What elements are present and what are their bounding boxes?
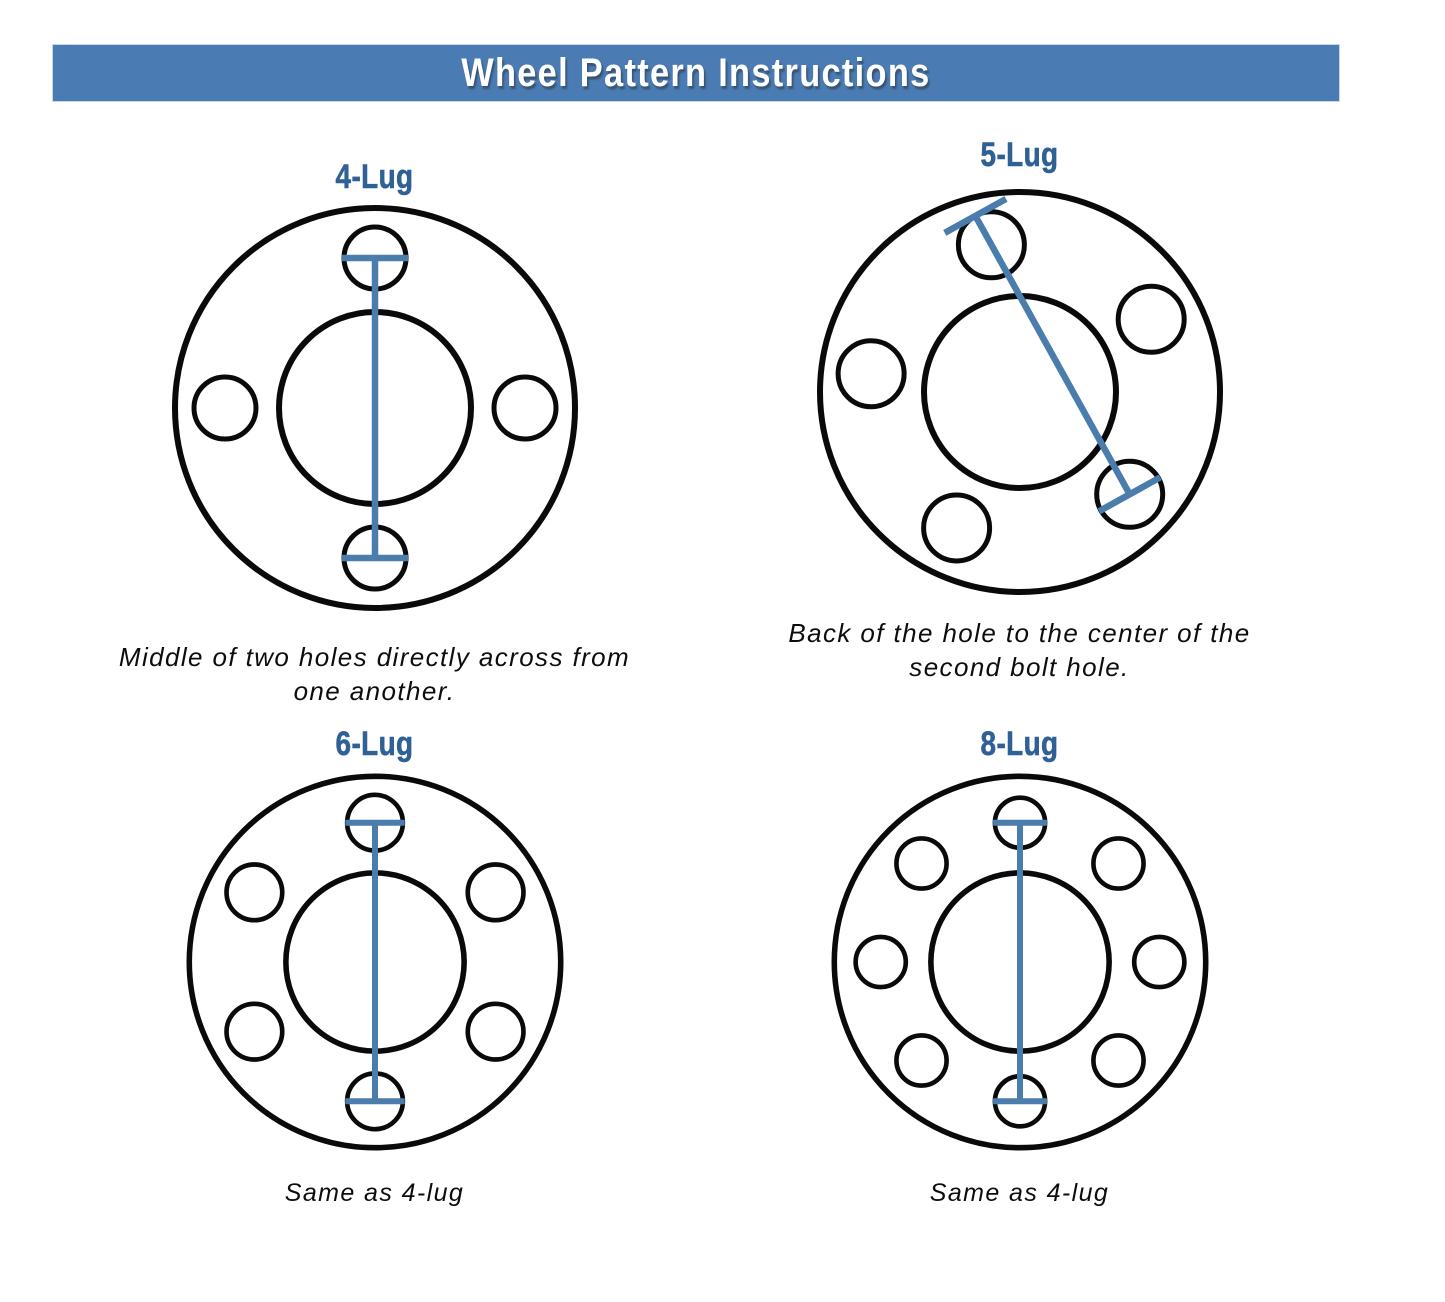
bolt-hole-5 bbox=[464, 1001, 526, 1062]
wheel-svg-five-lug bbox=[816, 189, 1223, 595]
measure-line bbox=[972, 214, 1133, 496]
wheel-diagram-eight-lug bbox=[825, 767, 1215, 1157]
panel-four-lug: 4-Lug Middle of two holes directly acros… bbox=[52, 112, 697, 709]
bolt-hole-3 bbox=[920, 492, 992, 564]
bolt-hole-5 bbox=[1115, 283, 1187, 355]
panel-title-eight-lug: 8-Lug bbox=[980, 724, 1059, 763]
bolt-hole-4 bbox=[893, 1032, 949, 1088]
bolt-hole-4 bbox=[491, 374, 558, 442]
bolt-hole-3 bbox=[852, 934, 908, 990]
panel-title-six-lug: 6-Lug bbox=[335, 724, 414, 763]
panel-eight-lug: 8-Lug Same as 4-lug bbox=[697, 709, 1342, 1292]
panel-title-five-lug: 5-Lug bbox=[980, 136, 1059, 174]
wheel-pattern-grid: 4-Lug Middle of two holes directly acros… bbox=[52, 112, 1342, 1292]
bolt-hole-4 bbox=[1093, 458, 1165, 530]
panel-five-lug: 5-Lug Back of the hole to the center of … bbox=[697, 112, 1342, 709]
wheel-svg-four-lug bbox=[171, 205, 578, 611]
bolt-hole-2 bbox=[191, 374, 258, 442]
bolt-hole-7 bbox=[1131, 934, 1187, 990]
bolt-hole-2 bbox=[223, 861, 285, 923]
measure-cap-end bbox=[1097, 474, 1162, 515]
header-banner: Wheel Pattern Instructions bbox=[52, 44, 1340, 102]
panel-six-lug: 6-Lug Same as 4-lug bbox=[52, 709, 697, 1292]
caption-eight-lug: Same as 4-lug bbox=[929, 1178, 1110, 1207]
bolt-hole-6 bbox=[464, 861, 526, 923]
page-title: Wheel Pattern Instructions bbox=[461, 50, 931, 95]
wheel-diagram-four-lug bbox=[165, 198, 585, 618]
caption-four-lug: Middle of two holes directly across from… bbox=[118, 642, 631, 707]
bolt-hole-6 bbox=[1090, 1032, 1146, 1088]
measure-cap-start bbox=[942, 196, 1008, 236]
bolt-hole-2 bbox=[835, 338, 907, 410]
wheel-svg-six-lug bbox=[186, 773, 563, 1151]
caption-five-lug: Back of the hole to the center of the se… bbox=[788, 618, 1251, 683]
panel-title-four-lug: 4-Lug bbox=[335, 158, 414, 196]
wheel-svg-eight-lug bbox=[831, 773, 1208, 1151]
wheel-diagram-six-lug bbox=[180, 767, 570, 1157]
wheel-diagram-five-lug bbox=[810, 182, 1230, 602]
bolt-hole-1 bbox=[955, 209, 1027, 281]
caption-six-lug: Same as 4-lug bbox=[284, 1178, 465, 1207]
bolt-hole-3 bbox=[223, 1001, 285, 1062]
hub-bore-circle bbox=[920, 293, 1119, 491]
bolt-hole-8 bbox=[1090, 835, 1146, 891]
bolt-hole-2 bbox=[893, 835, 949, 891]
